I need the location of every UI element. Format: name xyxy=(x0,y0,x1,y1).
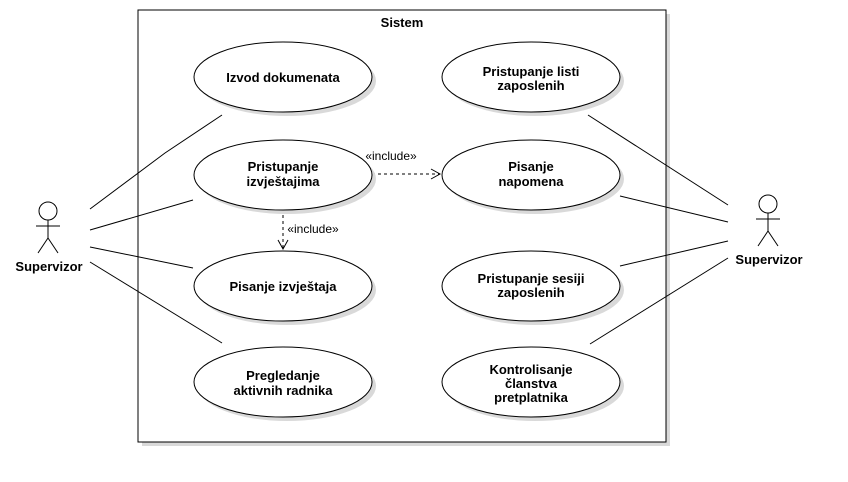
use-case-label-line-1: Pregledanje xyxy=(246,368,320,383)
use-case-pisanje-izvjestaja[interactable]: Pisanje izvještaja xyxy=(193,250,376,325)
association-right-uc7 xyxy=(619,240,729,267)
actor-label: Supervizor xyxy=(735,252,802,267)
use-case-label-line-1: Pisanje xyxy=(508,159,554,174)
use-case-ellipse[interactable] xyxy=(441,346,621,418)
include-relations: «include» «include» xyxy=(277,149,442,251)
use-case-label-line-1: Pristupanje sesiji xyxy=(478,271,585,286)
use-case-label-line-2: napomena xyxy=(498,174,564,189)
use-case-label-line-2: članstva xyxy=(505,376,558,391)
use-case-ellipse[interactable] xyxy=(441,250,621,322)
stick-figure-icon[interactable] xyxy=(36,201,60,254)
actor-supervizor-left[interactable]: Supervizor xyxy=(15,201,83,274)
use-case-pristupanje-listi-zaposlenih[interactable]: Pristupanje listi zaposlenih xyxy=(441,41,624,116)
association-left-uc1 xyxy=(89,114,223,210)
use-case-label: Izvod dokumenata xyxy=(226,70,340,85)
use-case-ellipse[interactable] xyxy=(193,41,373,113)
associations-left xyxy=(89,114,223,344)
association-right-uc8 xyxy=(589,257,729,345)
use-case-ellipse[interactable] xyxy=(441,41,621,113)
association-right-uc5 xyxy=(587,114,729,206)
use-case-ellipse[interactable] xyxy=(193,346,373,418)
use-case-label-line-3: pretplatnika xyxy=(494,390,568,405)
use-case-ellipse[interactable] xyxy=(441,139,621,211)
use-case-label-line-1: Pristupanje xyxy=(248,159,319,174)
use-case-label-line-2: izvještajima xyxy=(247,174,321,189)
association-left-uc2 xyxy=(89,199,194,231)
use-case-label-line-1: Kontrolisanje xyxy=(489,362,572,377)
use-case-izvod-dokumenata[interactable]: Izvod dokumenata xyxy=(193,41,376,116)
include-uc2-uc6-arrowhead xyxy=(430,168,442,180)
use-case-label: Pisanje izvještaja xyxy=(230,279,338,294)
use-case-label-line-2: zaposlenih xyxy=(497,78,564,93)
use-case-kontrolisanje-clanstva-pretplatnika[interactable]: Kontrolisanje članstva pretplatnika xyxy=(441,346,624,421)
use-case-label-line-1: Pristupanje listi xyxy=(483,64,580,79)
use-case-pisanje-napomena[interactable]: Pisanje napomena xyxy=(441,139,624,214)
include-uc2-uc3-label: «include» xyxy=(287,222,339,236)
actor-supervizor-right[interactable]: Supervizor xyxy=(735,194,803,267)
include-uc2-uc6-label: «include» xyxy=(365,149,417,163)
association-left-uc4 xyxy=(89,261,223,344)
stick-figure-icon[interactable] xyxy=(756,194,780,247)
actor-label: Supervizor xyxy=(15,259,82,274)
use-case-pristupanje-sesiji-zaposlenih[interactable]: Pristupanje sesiji zaposlenih xyxy=(441,250,624,325)
system-title: Sistem xyxy=(381,15,424,30)
include-uc2-uc3-arrowhead xyxy=(277,239,289,251)
use-case-pristupanje-izvjestajima[interactable]: Pristupanje izvještajima xyxy=(193,139,376,214)
use-case-label-line-2: aktivnih radnika xyxy=(234,383,334,398)
use-case-pregledanje-aktivnih-radnika[interactable]: Pregledanje aktivnih radnika xyxy=(193,346,376,421)
use-case-ellipse[interactable] xyxy=(193,139,373,211)
association-right-uc6 xyxy=(619,195,729,223)
use-case-ellipse[interactable] xyxy=(193,250,373,322)
associations-right xyxy=(587,114,729,345)
use-case-label-line-2: zaposlenih xyxy=(497,285,564,300)
association-left-uc3 xyxy=(89,246,194,269)
